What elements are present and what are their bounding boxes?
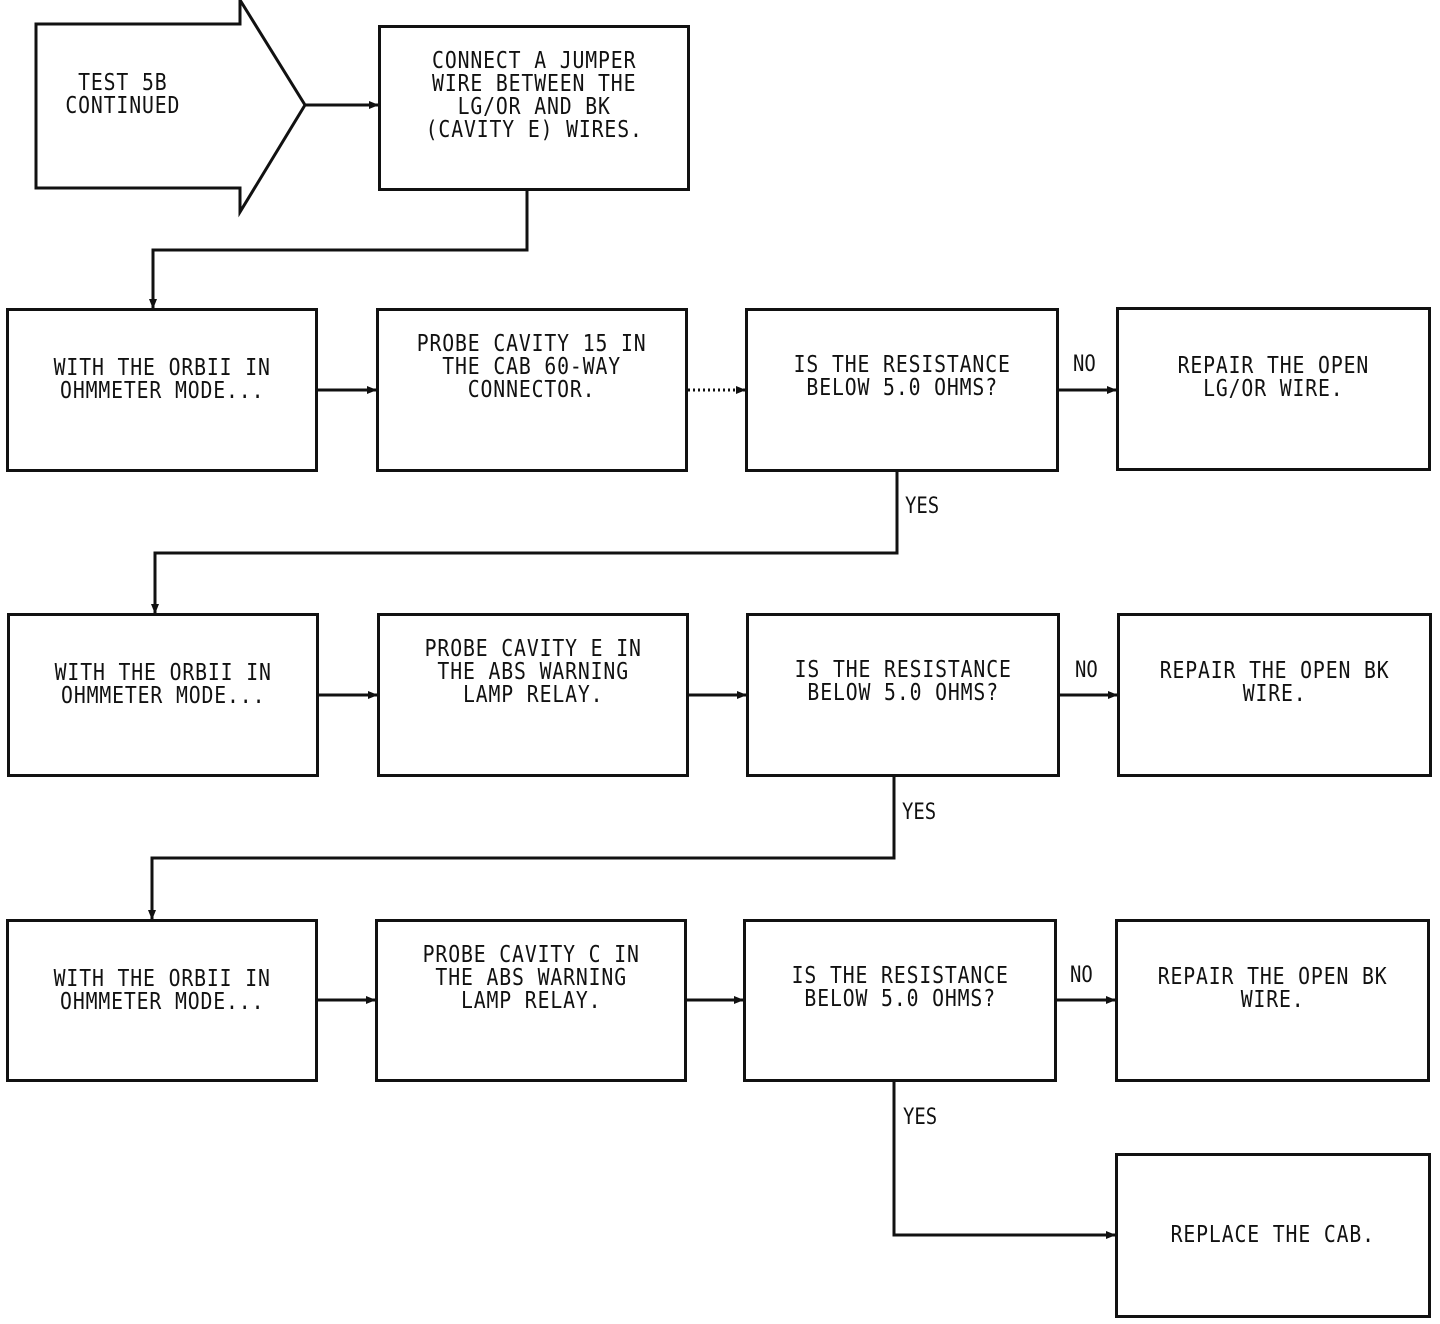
step-row2-meter-text: WITH THE ORBII IN OHMMETER MODE... [54,660,272,709]
step-row1-repair: REPAIR THE OPEN LG/OR WIRE. [1116,307,1431,471]
step-row1-repair-text: REPAIR THE OPEN LG/OR WIRE. [1177,353,1370,402]
step-row2-probe-text: PROBE CAVITY E IN THE ABS WARNING LAMP R… [424,636,642,708]
step-row3-repair-text: REPAIR THE OPEN BK WIRE. [1157,964,1388,1013]
connector-connect-to-row1 [149,190,529,309]
step-replace-cab-text: REPLACE THE CAB. [1170,1222,1376,1248]
step-row1-meter: WITH THE ORBII IN OHMMETER MODE... [6,308,318,472]
branch-row3-no-label: NO [1070,963,1093,988]
start-arrow-shape [34,0,307,218]
step-row2-meter: WITH THE ORBII IN OHMMETER MODE... [7,613,319,777]
step-row1-probe-text: PROBE CAVITY 15 IN THE CAB 60-WAY CONNEC… [417,331,647,403]
step-row1-meter-text: WITH THE ORBII IN OHMMETER MODE... [53,355,271,404]
step-row3-probe-text: PROBE CAVITY C IN THE ABS WARNING LAMP R… [422,942,640,1014]
step-connect-jumper-text: CONNECT A JUMPER WIRE BETWEEN THE LG/OR … [425,48,643,143]
step-row1-probe: PROBE CAVITY 15 IN THE CAB 60-WAY CONNEC… [376,308,688,472]
step-row2-repair: REPAIR THE OPEN BK WIRE. [1117,613,1432,777]
start-label: TEST 5B CONTINUED [65,70,181,119]
decision-row2-text: IS THE RESISTANCE BELOW 5.0 OHMS? [794,657,1012,706]
step-row3-meter-text: WITH THE ORBII IN OHMMETER MODE... [53,966,271,1015]
decision-row1-text: IS THE RESISTANCE BELOW 5.0 OHMS? [793,352,1011,401]
step-row2-probe: PROBE CAVITY E IN THE ABS WARNING LAMP R… [377,613,689,777]
branch-row2-yes-label: YES [902,800,937,825]
step-connect-jumper: CONNECT A JUMPER WIRE BETWEEN THE LG/OR … [378,25,690,191]
step-row3-probe: PROBE CAVITY C IN THE ABS WARNING LAMP R… [375,919,687,1082]
branch-row1-no-label: NO [1073,352,1096,377]
step-row3-repair: REPAIR THE OPEN BK WIRE. [1115,919,1430,1082]
connector-row2-yes [148,777,896,920]
step-row3-meter: WITH THE ORBII IN OHMMETER MODE... [6,919,318,1082]
branch-row2-no-label: NO [1075,658,1098,683]
branch-row1-yes-label: YES [905,494,940,519]
decision-row3-text: IS THE RESISTANCE BELOW 5.0 OHMS? [791,963,1009,1012]
decision-row1: IS THE RESISTANCE BELOW 5.0 OHMS? [745,308,1059,472]
connector-row1-yes [151,470,899,614]
step-replace-cab: REPLACE THE CAB. [1115,1153,1431,1318]
step-row2-repair-text: REPAIR THE OPEN BK WIRE. [1159,658,1390,707]
decision-row2: IS THE RESISTANCE BELOW 5.0 OHMS? [746,613,1060,777]
decision-row3: IS THE RESISTANCE BELOW 5.0 OHMS? [743,919,1057,1082]
branch-row3-yes-label: YES [903,1105,938,1130]
connector-row3-yes [892,1082,1116,1239]
